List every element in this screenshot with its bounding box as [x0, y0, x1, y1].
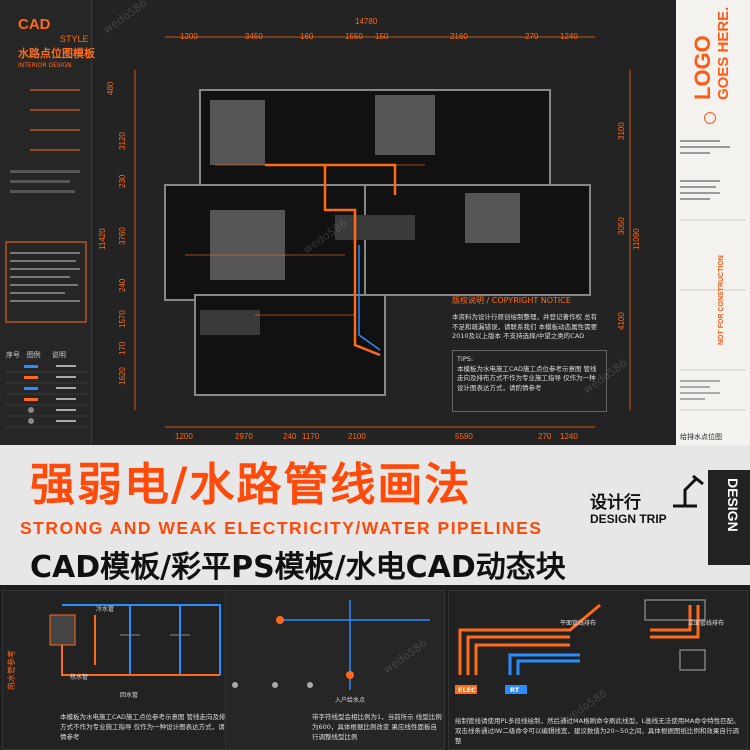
- dim-left: 240: [118, 278, 127, 292]
- middle-description: 带字符线型会相比例为1，当前所示 线型比例为600，具体根据比例改变 果应线性面…: [312, 713, 442, 741]
- subtitle-en: INTERIOR DESIGN: [18, 62, 72, 69]
- card-footer: 给排水点位图: [680, 433, 722, 441]
- dim-top: 150: [375, 32, 389, 41]
- not-for-construction: NOT FOR CONSTRUCTION: [718, 255, 725, 345]
- main-title: 强弱电/水路管线画法: [30, 458, 472, 511]
- dim-top: 3450: [245, 32, 263, 41]
- left-legend-panel: [0, 0, 92, 445]
- tips-box: TIPS: 本模板为水电施工CAD施工点位参考示意图 管线走向及排布方式不作为专…: [452, 350, 607, 412]
- dim-right-total: 11090: [632, 228, 641, 250]
- dim-right: 3050: [617, 217, 626, 235]
- dim-bottom: 1200: [175, 432, 193, 441]
- legend-header: 序号 图例 说明: [6, 351, 66, 359]
- cold-pipe-label: 冷水管: [96, 606, 115, 613]
- design-side-tab: DESIGN: [708, 470, 750, 565]
- title-block-card: [676, 0, 750, 445]
- dim-left: 3120: [118, 132, 127, 150]
- english-title: STRONG AND WEAK ELECTRICITY/WATER PIPELI…: [20, 518, 543, 538]
- left-vertical-title: 热水管参考: [7, 650, 16, 690]
- banner-subtitle: CAD模板/彩平PS模板/水电CAD动态块: [30, 550, 566, 585]
- dim-bottom: 1240: [560, 432, 578, 441]
- dim-left: 1620: [118, 367, 127, 385]
- dim-left: 230: [118, 174, 127, 188]
- dim-top: 2160: [450, 32, 468, 41]
- dim-right: 4100: [617, 312, 626, 330]
- hot-pipe-label: 热水管: [70, 674, 89, 681]
- pipeline-layout-diagram: [455, 599, 706, 694]
- dim-bottom: 240: [283, 432, 297, 441]
- legend-rows: [6, 365, 88, 428]
- dim-top: 160: [300, 32, 314, 41]
- copyright-title: 版权说明 / COPYRIGHT NOTICE: [452, 296, 571, 305]
- dim-bottom: 2970: [235, 432, 253, 441]
- flat-layout-label: 平面管线排布: [560, 620, 597, 627]
- entry-point-label: 入户给水点: [335, 697, 366, 704]
- tips-title: TIPS:: [457, 355, 474, 363]
- rt-label: RT: [510, 686, 520, 694]
- dim-right: 3100: [617, 122, 626, 140]
- banner: [0, 445, 750, 585]
- left-panel: [2, 590, 247, 750]
- dim-left: 1570: [118, 310, 127, 328]
- floor-plan: [134, 36, 631, 428]
- compass-icon: [704, 112, 716, 124]
- dim-bottom: 5590: [455, 432, 473, 441]
- right-description: 绘制管线请使用PL多段线绘制，然后通过MA格刷命令刷此线型，L画线无法使用MA命…: [455, 717, 740, 745]
- dim-bottom: 1170: [302, 432, 320, 441]
- dim-left: 170: [118, 341, 127, 355]
- dim-top: 1200: [180, 32, 198, 41]
- style-label: STYLE: [60, 34, 89, 44]
- left-description: 本模板为水电施工CAD施工点位参考示意图 管线走向及排布方式不作为专业施工指导 …: [60, 713, 233, 741]
- dim-top: 1550: [345, 32, 363, 41]
- dim-left: 480: [106, 81, 115, 95]
- logo-text: LOGO: [690, 35, 715, 100]
- brand-en: DESIGN TRIP: [590, 512, 667, 526]
- dim-bottom: 2100: [348, 432, 366, 441]
- vertical-layout-label: 立面管线排布: [688, 620, 725, 627]
- copyright-body: 本资料为设计行原创绘制整理，并登记著作权 总有不足和疏漏错误，请联系我们 本模板…: [452, 313, 598, 340]
- logo-tagline: GOES HERE.: [715, 6, 732, 100]
- dim-top: 1240: [560, 32, 578, 41]
- pipe-symbol-diagram: [232, 600, 430, 690]
- lamp-icon: [673, 474, 704, 508]
- tips-body: 本模板为水电施工CAD施工点位参考示意图 管线走向及排布方式不作为专业施工指导 …: [457, 364, 597, 392]
- template-title: 水路点位图模板: [18, 47, 95, 60]
- return-pipe-label: 回水管: [120, 692, 139, 699]
- dim-left: 3760: [118, 227, 127, 245]
- dim-left-total: 11420: [98, 228, 107, 250]
- water-diagram: [49, 604, 221, 676]
- middle-panel: [225, 590, 445, 750]
- elec-label: ELEC: [458, 686, 476, 694]
- brand-cn: 设计行: [590, 493, 641, 513]
- dim-top: 270: [525, 32, 539, 41]
- design-side-label: DESIGN: [725, 478, 741, 532]
- dim-top-total: 14780: [355, 17, 378, 26]
- legend-decor: [5, 89, 87, 323]
- cad-title: CAD: [18, 16, 51, 33]
- card-lines: [680, 140, 746, 411]
- dim-bottom: 270: [538, 432, 552, 441]
